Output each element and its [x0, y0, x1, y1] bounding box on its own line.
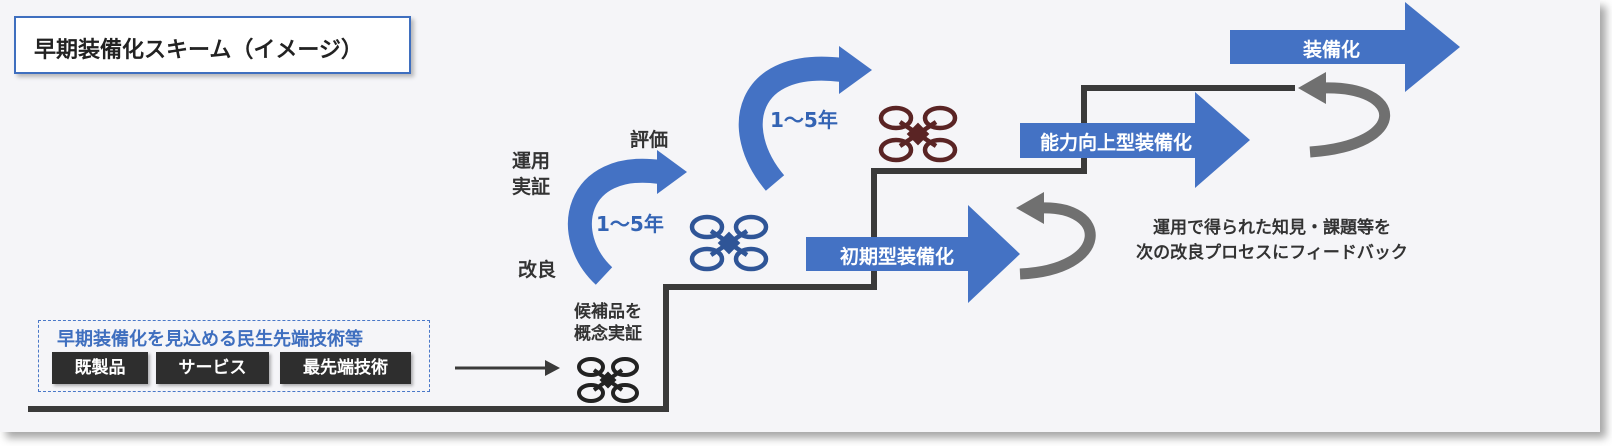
feedback-note: 運用で得られた知見・課題等を 次の改良プロセスにフィードバック: [1136, 218, 1408, 263]
drone-icon: [689, 214, 769, 272]
initial-label: 初期型装備化: [840, 246, 955, 268]
kairyo-label: 改良: [518, 259, 557, 281]
cycle-arrow-1: [568, 150, 687, 285]
chip-service: サービス: [156, 352, 269, 384]
chip-cutting-edge: 最先端技術: [280, 352, 411, 384]
title-box: 早期装備化スキーム（イメージ）: [14, 16, 411, 74]
feedback-arrow-1: [1016, 192, 1096, 280]
page-title: 早期装備化スキーム（イメージ）: [34, 38, 363, 63]
deployment-arrow: [1230, 2, 1460, 92]
chip-off-the-shelf: 既製品: [52, 352, 148, 384]
hyoka-label: 評価: [630, 129, 669, 151]
staircase-line: [28, 85, 1295, 412]
drone-icon: [878, 105, 958, 163]
improved-arrow: [1020, 92, 1250, 188]
source-box: 早期装備化を見込める民生先端技術等: [38, 320, 430, 392]
cycle-arrow-2: [738, 46, 872, 191]
duration-label-1: 1〜5年: [596, 212, 664, 236]
poc-label: 候補品を 概念実証: [574, 302, 642, 344]
improved-label: 能力向上型装備化: [1040, 132, 1193, 154]
feedback-arrow-2: [1298, 72, 1391, 158]
deployment-label: 装備化: [1303, 39, 1361, 61]
unyo-jissho-label: 運用 実証: [512, 150, 551, 198]
source-heading: 早期装備化を見込める民生先端技術等: [57, 329, 363, 350]
duration-label-2: 1〜5年: [770, 108, 838, 132]
input-arrow: [455, 360, 560, 376]
drone-icon: [577, 357, 639, 403]
initial-arrow: [806, 205, 1020, 303]
